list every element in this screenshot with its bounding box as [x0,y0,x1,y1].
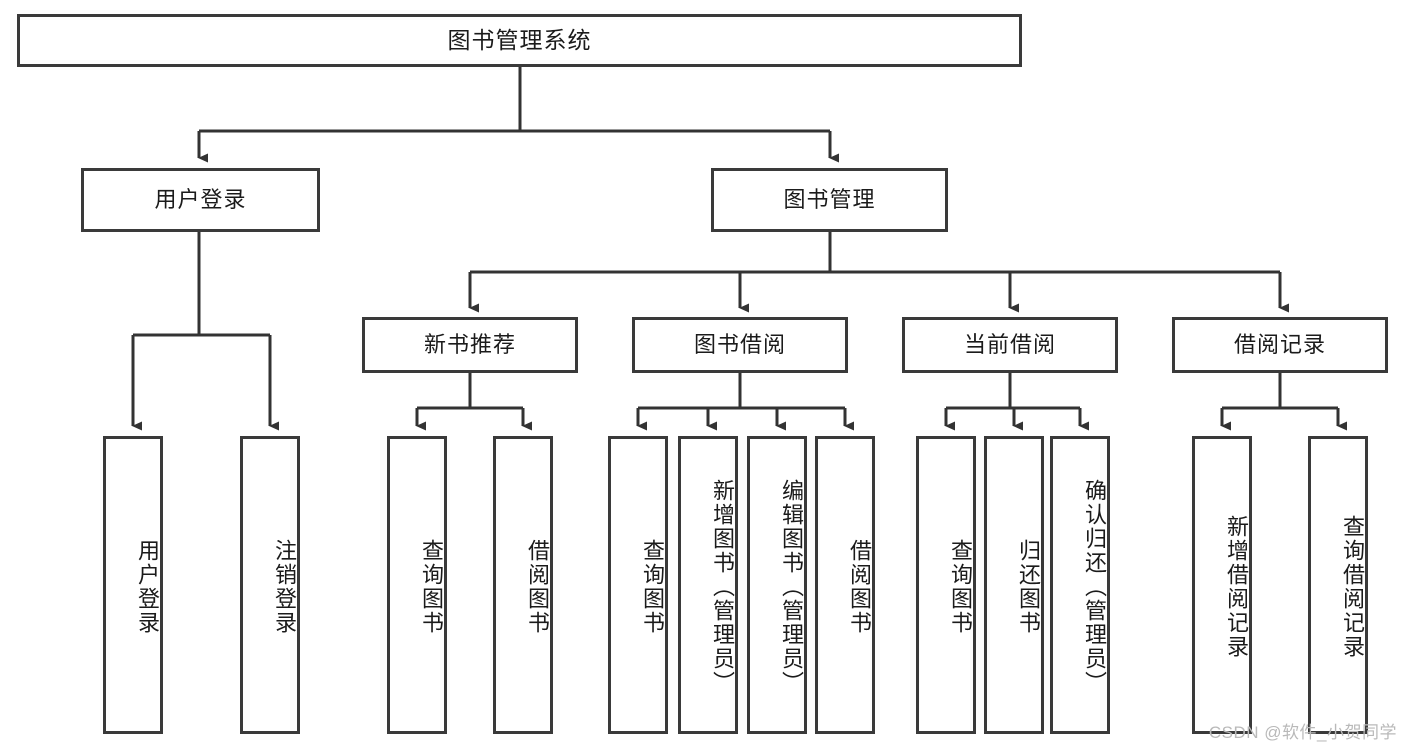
leaf-current-borrow-confirm-return[interactable]: 确认归还（管理员） [1050,436,1110,734]
node-book-borrow[interactable]: 图书借阅 [632,317,848,373]
node-root-system[interactable]: 图书管理系统 [17,14,1022,67]
leaf-book-borrow-add[interactable]: 新增图书（管理员） [678,436,738,734]
leaf-new-book-query[interactable]: 查询图书 [387,436,447,734]
leaf-book-borrow-borrow[interactable]: 借阅图书 [815,436,875,734]
leaf-borrow-record-query[interactable]: 查询借阅记录 [1308,436,1368,734]
leaf-user-login-login[interactable]: 用户登录 [103,436,163,734]
leaf-user-login-logout[interactable]: 注销登录 [240,436,300,734]
node-book-management[interactable]: 图书管理 [711,168,948,232]
node-new-book-recommend[interactable]: 新书推荐 [362,317,578,373]
node-borrow-record[interactable]: 借阅记录 [1172,317,1388,373]
node-user-login[interactable]: 用户登录 [81,168,320,232]
leaf-borrow-record-add[interactable]: 新增借阅记录 [1192,436,1252,734]
leaf-current-borrow-return[interactable]: 归还图书 [984,436,1044,734]
leaf-current-borrow-query[interactable]: 查询图书 [916,436,976,734]
node-current-borrow[interactable]: 当前借阅 [902,317,1118,373]
leaf-book-borrow-query[interactable]: 查询图书 [608,436,668,734]
leaf-book-borrow-edit[interactable]: 编辑图书（管理员） [747,436,807,734]
leaf-new-book-borrow[interactable]: 借阅图书 [493,436,553,734]
watermark-text: CSDN @软件_小贺同学 [1208,723,1397,742]
